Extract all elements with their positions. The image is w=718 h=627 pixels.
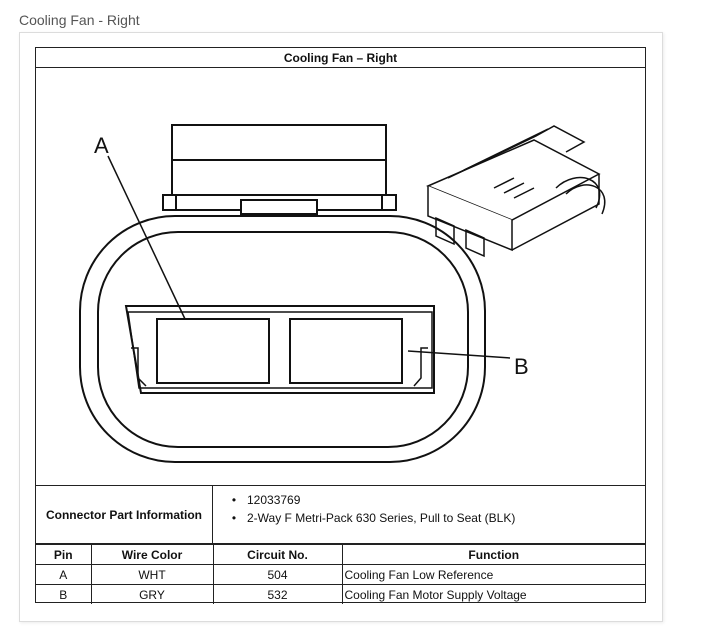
- col-header-function: Function: [341, 544, 645, 565]
- pin-table-header: Pin Wire Color Circuit No. Function: [36, 544, 645, 565]
- circuit-no-cell: 532: [212, 584, 343, 604]
- table-row: A WHT 504 Cooling Fan Low Reference: [36, 564, 645, 585]
- callout-b-label: B: [514, 354, 529, 379]
- function-cell: Cooling Fan Low Reference: [341, 564, 645, 585]
- pin-table: Pin Wire Color Circuit No. Function A WH…: [36, 544, 645, 604]
- col-header-circuit-no: Circuit No.: [212, 544, 343, 565]
- connector-drawing: A B: [79, 124, 606, 463]
- part-info-list: •12033769 •2-Way F Metri-Pack 630 Series…: [221, 491, 515, 527]
- terminal-cavity-b: [289, 318, 403, 384]
- connector-latch: [162, 124, 397, 215]
- terminal-cavity-a: [156, 318, 270, 384]
- callout-a-label: A: [94, 133, 109, 158]
- part-info-item: •2-Way F Metri-Pack 630 Series, Pull to …: [231, 511, 516, 525]
- connector-frame: Cooling Fan – Right: [35, 47, 646, 604]
- col-header-wire-color: Wire Color: [90, 544, 214, 565]
- connector-diagram: A B: [36, 68, 645, 485]
- function-cell: Cooling Fan Motor Supply Voltage: [341, 584, 645, 604]
- table-row: B GRY 532 Cooling Fan Motor Supply Volta…: [36, 584, 645, 604]
- wire-color-cell: GRY: [90, 584, 214, 604]
- connector-part-information: Connector Part Information •12033769 •2-…: [36, 485, 645, 544]
- callout-b-leader: [407, 350, 511, 359]
- col-header-pin: Pin: [36, 544, 92, 565]
- wire-color-cell: WHT: [90, 564, 214, 585]
- callout-a-leader: [107, 155, 186, 320]
- connector-isometric-view: [426, 125, 606, 258]
- part-info-label: Connector Part Information: [36, 486, 213, 543]
- pin-cell: B: [36, 584, 92, 604]
- page-title: Cooling Fan - Right: [19, 12, 140, 28]
- connector-body: [79, 215, 486, 463]
- part-info-item: •12033769: [231, 493, 301, 507]
- circuit-no-cell: 504: [212, 564, 343, 585]
- diagram-title: Cooling Fan – Right: [36, 48, 645, 68]
- pin-cell: A: [36, 564, 92, 585]
